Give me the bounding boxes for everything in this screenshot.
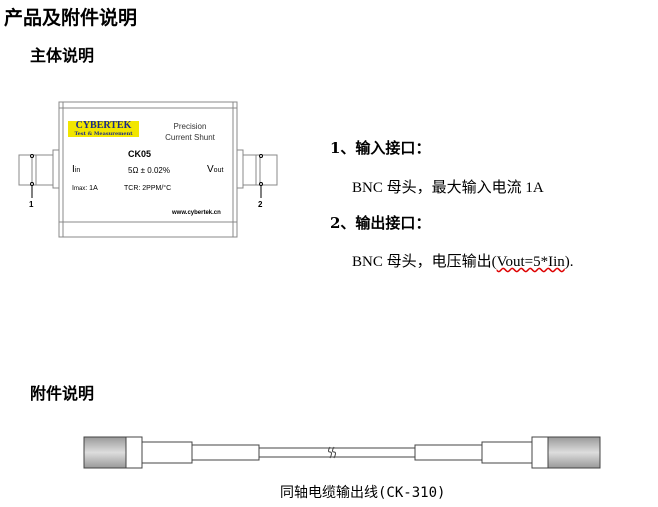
imax-label: Imax: 1A <box>72 185 98 192</box>
page-title: 产品及附件说明 <box>4 7 138 29</box>
port2-desc: BNC 母头，电压输出(Vout=5*Iin). <box>352 250 574 271</box>
imax-sub: max <box>73 186 86 192</box>
imax-letter: I <box>72 185 74 192</box>
input-label: Iin <box>72 164 80 175</box>
cybertek-logo: CYBERTEK Test & Measurement <box>68 121 139 137</box>
port2-desc-prefix: BNC 母头，电压输出( <box>352 254 497 270</box>
port1-heading: 1、输入接口： <box>330 139 431 157</box>
port1-label: 1 <box>29 200 34 209</box>
in-sub: in <box>74 167 81 174</box>
port2-desc-suffix: ). <box>564 254 574 270</box>
logo-sub-text: Test & Measurement <box>74 131 133 137</box>
output-label: Vout <box>207 164 223 175</box>
desc-line1: Precision <box>173 122 207 131</box>
imax-value: : 1A <box>85 185 98 192</box>
section-main-heading: 主体说明 <box>30 46 95 65</box>
port2-label: 2 <box>258 200 263 209</box>
website-text: www.cybertek.cn <box>172 210 221 216</box>
in-letter: I <box>72 164 75 175</box>
out-letter: V <box>207 164 214 175</box>
port1-desc: BNC 母头，最大输入电流 1A <box>352 180 544 196</box>
shunt-outline-icon <box>18 101 278 238</box>
device-model: CK05 <box>128 149 152 159</box>
port2-formula: Vout=5*Iin <box>496 254 565 270</box>
logo-main-text: CYBERTEK <box>75 120 132 131</box>
port2-heading: 2、输出接口： <box>330 214 431 232</box>
cable-caption: 同轴电缆输出线(CK-310) <box>280 485 446 501</box>
section-accessory-heading: 附件说明 <box>30 384 95 403</box>
out-sub: out <box>213 167 224 174</box>
coax-cable-icon <box>83 436 601 469</box>
desc-line2: Current Shunt <box>165 133 215 142</box>
device-description: Precision Current Shunt <box>155 121 225 143</box>
tcr-value: TCR: 2PPM/°C <box>124 185 172 192</box>
resistance-value: 5Ω ± 0.02% <box>128 166 170 175</box>
